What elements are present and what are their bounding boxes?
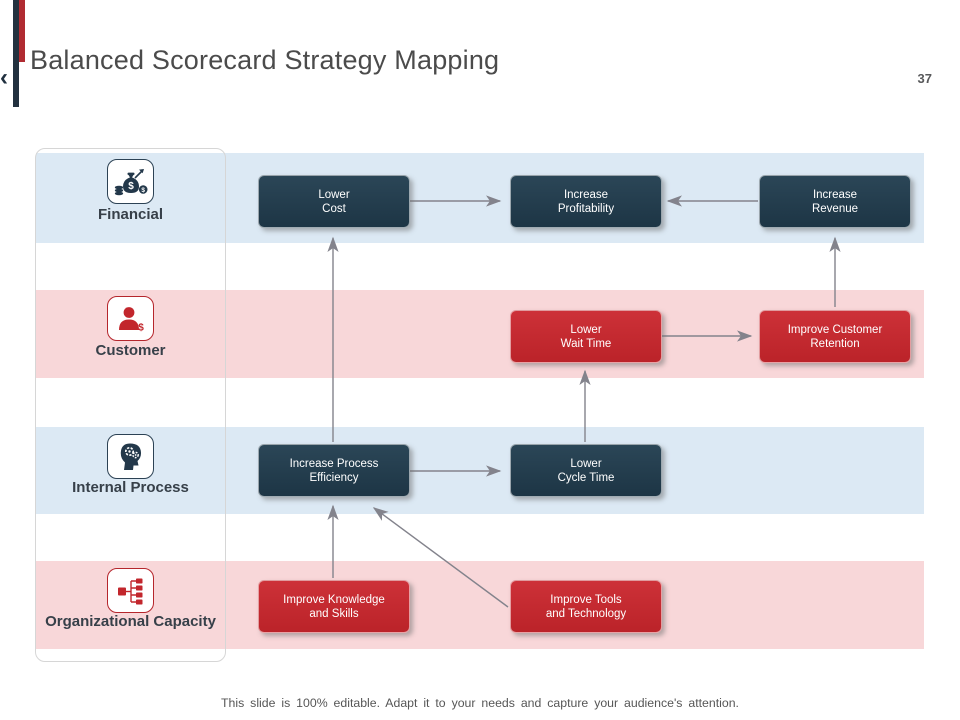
perspectives-card: [35, 148, 226, 662]
title-accent-bar-red: [19, 0, 25, 62]
head-gears-icon: [120, 443, 141, 470]
customer-dollar-icon: $: [118, 306, 144, 333]
perspective-label-financial: Financial: [97, 206, 164, 223]
customer-icon-tile: $: [107, 296, 154, 341]
perspective-label-organizational-capacity: Organizational Capacity: [45, 613, 216, 630]
financial-icon-tile: $ $: [107, 159, 154, 204]
internal-process-icon-tile: [107, 434, 154, 479]
back-chevron-icon[interactable]: ‹: [0, 64, 8, 91]
org-chart-icon: [117, 578, 142, 604]
money-bag-icon: $ $: [114, 168, 147, 195]
perspective-label-customer: Customer: [95, 342, 166, 359]
svg-text:$: $: [141, 187, 145, 194]
organizational-capacity-icon-tile: [107, 568, 154, 613]
footer-note: This slide is 100% editable. Adapt it to…: [221, 696, 739, 710]
page-title: Balanced Scorecard Strategy Mapping: [30, 45, 500, 75]
title-accent-bar-navy: [13, 0, 19, 107]
svg-text:$: $: [138, 322, 144, 333]
page-number: 37: [917, 71, 932, 86]
svg-text:$: $: [128, 181, 134, 192]
perspective-label-internal-process: Internal Process: [72, 479, 189, 496]
